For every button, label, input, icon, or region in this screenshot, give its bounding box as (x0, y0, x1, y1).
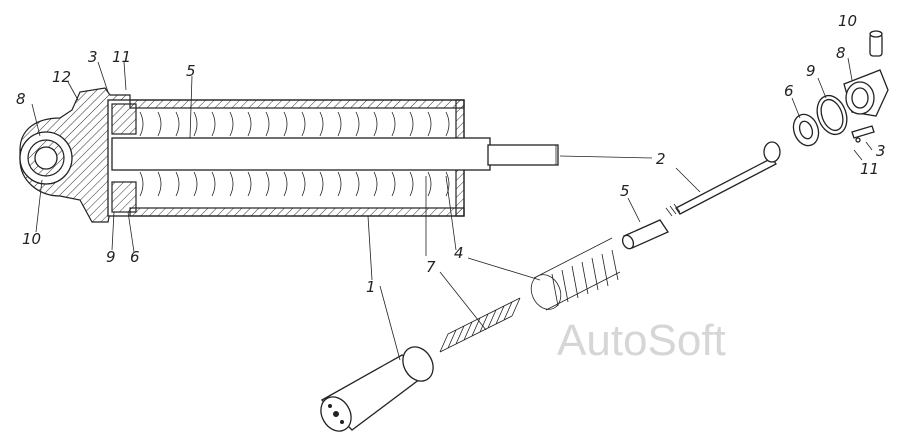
label-left-3: 3 (88, 48, 98, 66)
label-mid-5: 5 (620, 182, 630, 200)
labels: 8 12 3 11 5 10 9 6 1 7 4 5 2 10 8 6 9 3 … (16, 12, 886, 296)
eye-bore (34, 146, 58, 170)
watermark: AutoSoft (557, 316, 726, 365)
label-left-8: 8 (16, 90, 26, 108)
gland-top (111, 103, 137, 135)
gland-bottom (111, 181, 137, 213)
label-mid-7: 7 (426, 258, 436, 276)
label-left-9: 9 (106, 248, 116, 266)
spring-coils-top (139, 111, 450, 197)
tube-wall-top (129, 99, 465, 109)
label-left-6: 6 (130, 248, 140, 266)
rod-end (487, 144, 559, 166)
part-2-rod (665, 141, 781, 217)
leader-lines (31, 57, 873, 361)
part-8-head (843, 69, 889, 117)
part-6-seal (792, 113, 820, 147)
part-3-clip (851, 125, 875, 143)
part-7-spring (439, 297, 521, 353)
label-right-10: 10 (838, 12, 857, 30)
label-right-6: 6 (784, 82, 794, 100)
label-right-8: 8 (836, 44, 846, 62)
inner-rod (111, 137, 491, 171)
label-left-10: 10 (22, 230, 41, 248)
part-1-tube (320, 346, 434, 432)
label-left-11: 11 (112, 48, 131, 66)
part-5-bushing (621, 219, 669, 250)
part-9-ring (816, 94, 848, 136)
tube-wall-bottom (129, 207, 465, 217)
label-mid-2: 2 (656, 150, 666, 168)
label-mid-4: 4 (454, 244, 464, 262)
label-right-11: 11 (860, 160, 879, 178)
label-right-3: 3 (876, 142, 886, 160)
label-left-5: 5 (186, 62, 196, 80)
part-4-spring (530, 237, 621, 311)
label-left-12: 12 (52, 68, 71, 86)
label-mid-1: 1 (366, 278, 376, 296)
part-10-pin (869, 30, 883, 57)
cylinder-assembly (19, 87, 559, 223)
label-right-9: 9 (806, 62, 816, 80)
